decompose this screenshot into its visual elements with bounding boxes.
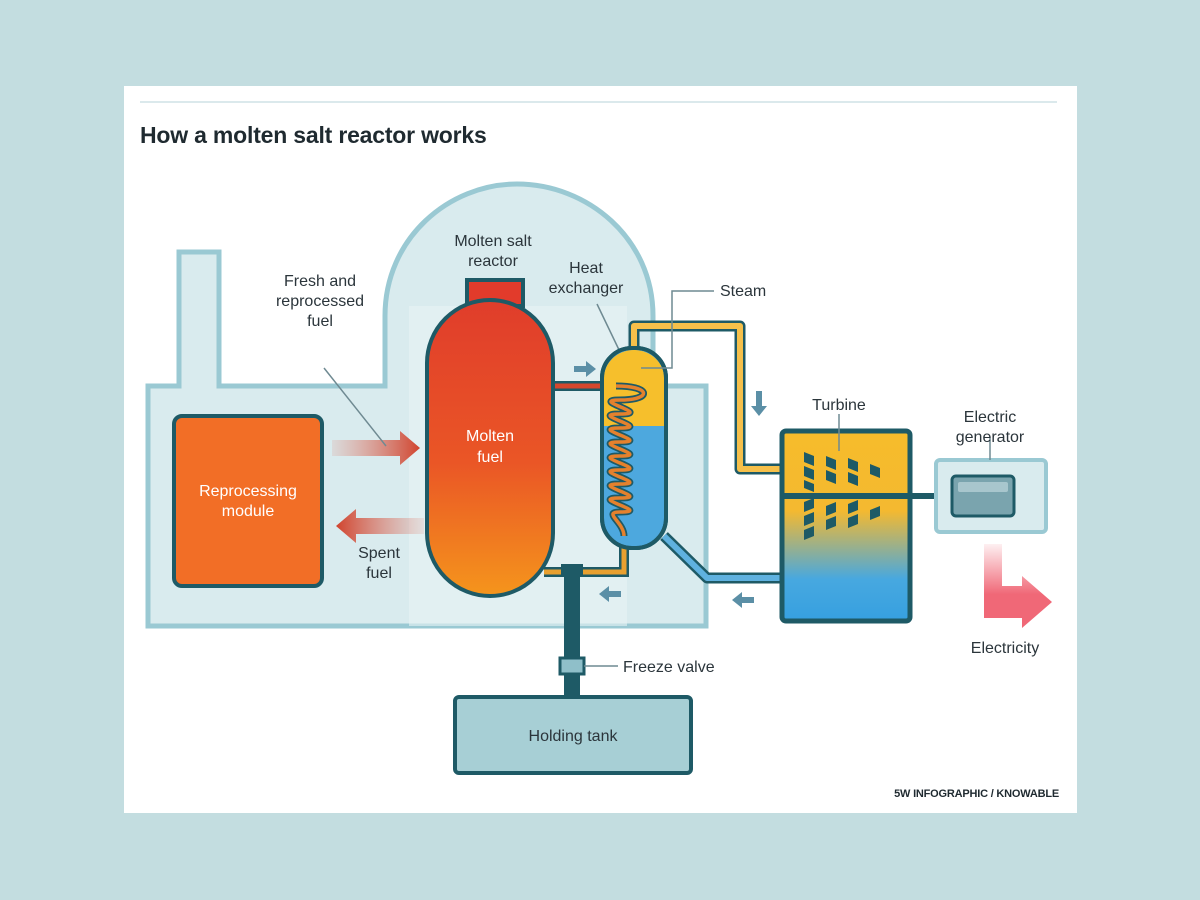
heat-exchanger-outline (600, 346, 668, 550)
turbine (779, 428, 913, 624)
page-title: How a molten salt reactor works (140, 122, 487, 148)
fresh-fuel-label-line3: fuel (307, 313, 333, 330)
drain-pipe-cap (561, 564, 583, 576)
molten-fuel-label-line2: fuel (477, 449, 503, 466)
steam-pipe-fill (631, 323, 788, 472)
reactor-vessel (425, 298, 555, 598)
holding-tank (453, 695, 693, 775)
reactor-label-line1: Molten salt (454, 233, 532, 250)
generator-label-line2: generator (956, 429, 1025, 446)
generator-highlight (958, 482, 1008, 492)
electricity-label: Electricity (971, 640, 1039, 657)
infographic-card: How a molten salt reactor works (124, 86, 1077, 813)
top-rule (140, 101, 1057, 103)
reactor-diagram: Reprocessing module Molten fuel (145, 181, 1052, 775)
flow-arrows (574, 361, 767, 608)
holding-tank-label: Holding tank (529, 728, 619, 745)
fresh-fuel-label-line1: Fresh and (284, 273, 356, 290)
turbine-label: Turbine (812, 397, 866, 414)
spent-fuel-arrow (336, 509, 424, 543)
flow-arrow-right (574, 361, 596, 377)
fresh-fuel-arrow (332, 431, 420, 465)
reprocessing-label-line2: module (222, 503, 275, 520)
spent-fuel-label-line2: fuel (366, 565, 392, 582)
flow-arrow-down (751, 391, 767, 416)
fresh-fuel-leader (323, 367, 387, 447)
fresh-fuel-label-line2: reprocessed (276, 293, 364, 310)
spent-fuel-label-line1: Spent (358, 545, 400, 562)
source-credit: 5W INFOGRAPHIC / KNOWABLE (894, 788, 1059, 800)
freeze-valve (558, 656, 586, 676)
steam-label: Steam (720, 283, 766, 300)
heat-exchanger-label-line1: Heat (569, 260, 603, 277)
turbine-blades (804, 452, 880, 540)
generator-label-line1: Electric (964, 409, 1016, 426)
flow-arrow-left-1 (599, 586, 621, 602)
molten-fuel-label-line1: Molten (466, 428, 514, 445)
drain-pipe (564, 564, 580, 699)
steam-leader (641, 290, 714, 369)
electricity-arrow (984, 544, 1052, 628)
reactor-label-line2: reactor (468, 253, 518, 270)
reprocessing-label-line1: Reprocessing (199, 483, 297, 500)
heat-exchanger-coil-fill (608, 384, 646, 537)
water-return-pipe-fill (661, 533, 788, 581)
heat-exchanger-leader (596, 303, 622, 355)
freeze-valve-label: Freeze valve (623, 659, 715, 676)
heat-exchanger-label-line2: exchanger (549, 280, 624, 297)
flow-arrow-left-2 (732, 592, 754, 608)
reprocessing-module (172, 414, 324, 588)
